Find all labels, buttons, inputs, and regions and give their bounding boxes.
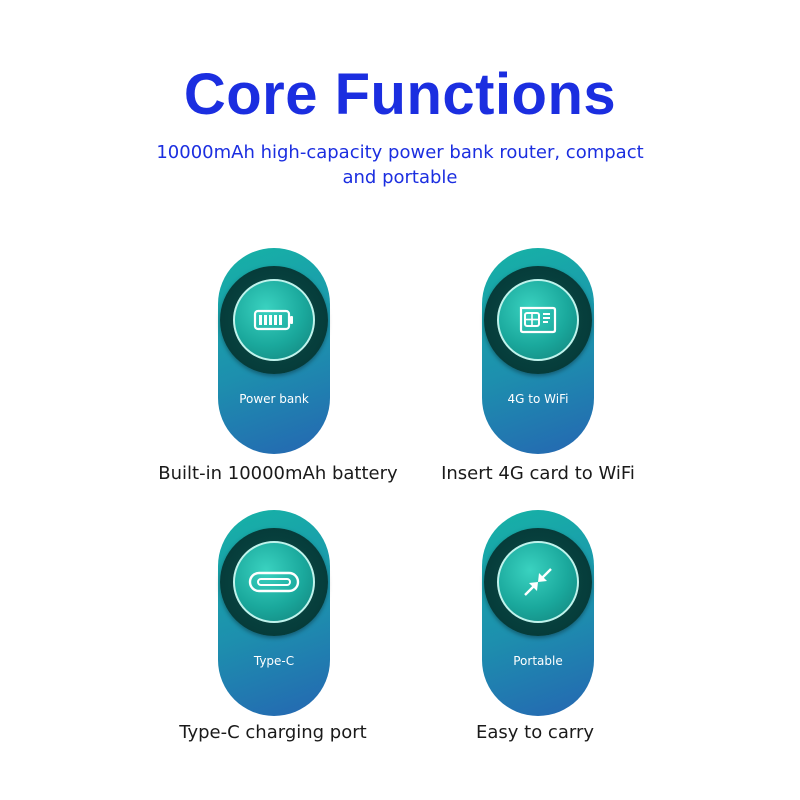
feature-card-label: Type-C	[253, 654, 295, 668]
battery-icon	[233, 279, 315, 361]
page-subtitle: 10000mAh high-capacity power bank router…	[156, 142, 644, 188]
icon-ring	[484, 528, 592, 636]
usb-c-port-icon	[233, 541, 315, 623]
feature-caption: Insert 4G card to WiFi	[441, 463, 635, 484]
feature-card-4g-wifi: 4G to WiFi	[482, 248, 594, 454]
feature-caption: Built-in 10000mAh battery	[158, 463, 398, 484]
page-title: Core Functions	[183, 62, 617, 127]
feature-caption: Easy to carry	[475, 722, 594, 743]
feature-caption: Type-C charging port	[179, 722, 367, 743]
icon-ring	[220, 528, 328, 636]
sim-card-icon	[497, 279, 579, 361]
feature-card-type-c: Type-C	[218, 510, 330, 716]
feature-card-portable: Portable	[482, 510, 594, 716]
compress-arrows-icon	[497, 541, 579, 623]
icon-ring	[220, 266, 328, 374]
feature-card-label: 4G to WiFi	[507, 392, 569, 406]
feature-card-power-bank: Power bank	[218, 248, 330, 454]
feature-card-label: Power bank	[239, 392, 309, 406]
feature-card-label: Portable	[513, 654, 563, 668]
icon-ring	[484, 266, 592, 374]
